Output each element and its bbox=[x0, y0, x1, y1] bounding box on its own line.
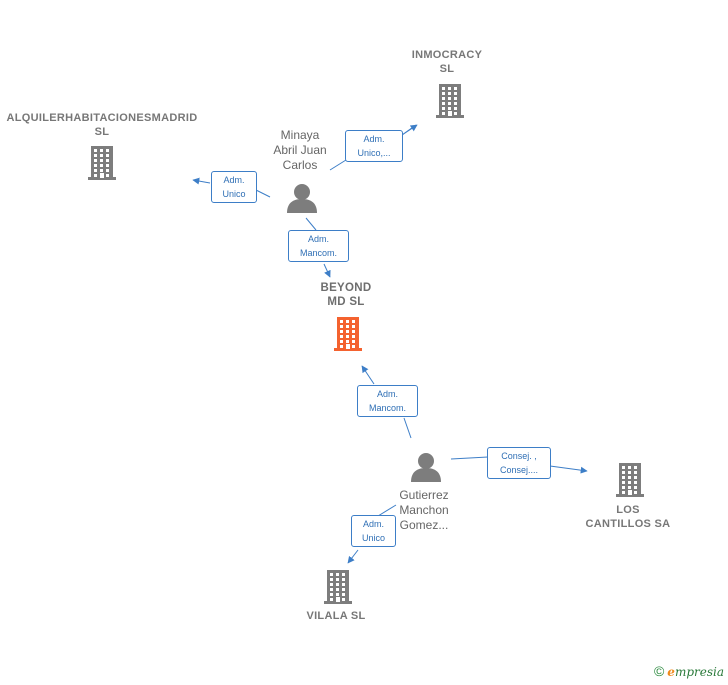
relation-gutierrez-beyond[interactable]: Adm. Mancom. bbox=[357, 385, 418, 417]
brand-logo-text: mpresia bbox=[674, 665, 724, 679]
brand-logo-initial: e bbox=[667, 665, 675, 679]
edge-minaya-beyond-arrow bbox=[323, 263, 331, 278]
person-icon-minaya[interactable] bbox=[287, 184, 317, 213]
building-icon-inmocracy[interactable] bbox=[436, 84, 464, 118]
edge-gutierrez-cantillos-arrow bbox=[549, 465, 588, 474]
relation-gutierrez-vilala[interactable]: Adm. Unico bbox=[351, 515, 396, 547]
edge-minaya-alquiler-arrow bbox=[192, 177, 211, 185]
building-icon-beyond[interactable] bbox=[334, 317, 362, 351]
person-label-minaya[interactable]: Minaya Abril Juan Carlos bbox=[273, 128, 327, 172]
relation-minaya-inmocracy[interactable]: Adm. Unico,... bbox=[345, 130, 403, 162]
relation-minaya-alquiler[interactable]: Adm. Unico bbox=[211, 171, 257, 203]
edge-gutierrez-vilala-a bbox=[377, 504, 397, 517]
brand-footer[interactable]: ©empresia bbox=[654, 663, 724, 679]
edge-gutierrez-beyond-arrow bbox=[361, 365, 375, 385]
company-label-beyond[interactable]: BEYOND MD SL bbox=[320, 282, 372, 308]
company-label-vilala[interactable]: VILALA SL bbox=[306, 610, 366, 622]
building-icon-alquiler[interactable] bbox=[88, 146, 116, 180]
edge-minaya-alquiler-a bbox=[255, 189, 271, 198]
company-label-inmocracy[interactable]: INMOCRACY SL bbox=[411, 49, 483, 75]
relation-minaya-beyond[interactable]: Adm. Mancom. bbox=[288, 230, 349, 262]
edge-gutierrez-vilala-arrow bbox=[347, 549, 359, 564]
company-label-alquiler[interactable]: ALQUILERHABITACIONESMADRID SL bbox=[6, 112, 198, 138]
edge-minaya-beyond-a bbox=[305, 217, 317, 231]
copyright-symbol: © bbox=[653, 663, 665, 679]
person-icon-gutierrez[interactable] bbox=[411, 453, 441, 482]
building-icon-los-cantillos[interactable] bbox=[616, 463, 644, 497]
edge-minaya-inmocracy-arrow bbox=[401, 124, 418, 136]
company-label-los-cantillos[interactable]: LOS CANTILLOS SA bbox=[585, 504, 671, 530]
edge-gutierrez-cantillos-a bbox=[450, 456, 489, 460]
person-label-gutierrez[interactable]: Gutierrez Manchon Gomez... bbox=[399, 488, 449, 532]
edge-gutierrez-beyond-a bbox=[403, 417, 412, 439]
relation-gutierrez-cantillos[interactable]: Consej. , Consej.... bbox=[487, 447, 551, 479]
building-icon-vilala[interactable] bbox=[324, 570, 352, 604]
